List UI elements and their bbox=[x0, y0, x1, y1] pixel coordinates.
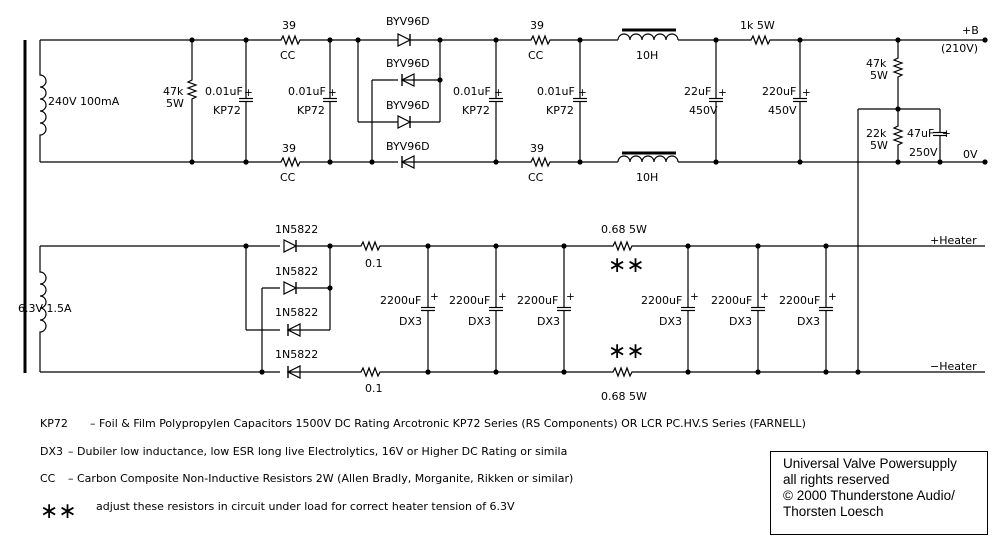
divider-cap-rating: 250V bbox=[909, 146, 938, 159]
output-minus-heater-label: −Heater bbox=[930, 360, 977, 373]
heater-r-top-2-value: 0.68 5W bbox=[601, 223, 647, 236]
hv-section: 47k 5W 0.01uF KP72 0.01uF KP72 0.01uF KP… bbox=[40, 15, 988, 372]
snubber-r4-value: 39 bbox=[530, 142, 544, 155]
note-star-text: adjust these resistors in circuit under … bbox=[96, 500, 515, 513]
svg-text:+: + bbox=[690, 291, 699, 303]
bleeder-r-rating: 5W bbox=[166, 97, 184, 110]
cap-kp72-3-type: KP72 bbox=[462, 104, 490, 117]
diode-byv96d-3: BYV96D bbox=[386, 99, 430, 112]
note-star-key: ∗∗ bbox=[40, 499, 77, 524]
snubber-r3-value: 39 bbox=[530, 19, 544, 32]
title-block: Universal Valve Powersupply all rights r… bbox=[770, 451, 988, 535]
diode-byv96d-2: BYV96D bbox=[386, 57, 430, 70]
snubber-r2-value: 39 bbox=[282, 142, 296, 155]
note-kp72-text: – Foil & Film Polypropylen Capacitors 15… bbox=[90, 417, 806, 430]
diode-1n5822-4: 1N5822 bbox=[275, 348, 318, 361]
cap-kp72-1-type: KP72 bbox=[213, 104, 241, 117]
heater-cap-4-value: 2200uF bbox=[641, 294, 682, 307]
heater-r-bot-1-value: 0.1 bbox=[365, 382, 383, 395]
note-dx3-key: DX3 bbox=[40, 445, 63, 458]
svg-text:+: + bbox=[828, 291, 837, 303]
output-plus-b-label: +B bbox=[962, 24, 979, 37]
title-line-4: Thorsten Loesch bbox=[783, 504, 884, 519]
filter-cap-2-value: 220uF bbox=[762, 85, 796, 98]
snubber-r2-type: CC bbox=[280, 171, 296, 184]
series-r-value: 1k 5W bbox=[740, 19, 775, 32]
heater-cap-2-value: 2200uF bbox=[449, 294, 490, 307]
cap-kp72-4-type: KP72 bbox=[546, 104, 574, 117]
adjust-mark-top: ∗∗ bbox=[608, 253, 645, 278]
heater-cap-6-value: 2200uF bbox=[779, 294, 820, 307]
heater-cap-1-value: 2200uF bbox=[380, 294, 421, 307]
cap-kp72-2-type: KP72 bbox=[297, 104, 325, 117]
snubber-r3-type: CC bbox=[528, 49, 544, 62]
svg-text:+: + bbox=[718, 87, 727, 99]
snubber-r1-type: CC bbox=[280, 49, 296, 62]
title-line-2: all rights reserved bbox=[783, 472, 890, 487]
note-dx3-text: – Dubiler low inductance, low ESR long l… bbox=[68, 445, 567, 458]
lv-secondary-label-visible: 6.3V 1.5A bbox=[18, 302, 72, 315]
heater-r-top-1-value: 0.1 bbox=[365, 257, 383, 270]
divider-r-bot-value: 22k bbox=[866, 127, 887, 140]
transformer: 240V 100mA 6.3V 1.5A 6.3V 1.5A bbox=[18, 40, 120, 373]
lv-secondary-winding bbox=[39, 246, 47, 372]
svg-text:+: + bbox=[566, 291, 575, 303]
choke-bottom-value: 10H bbox=[636, 171, 658, 184]
note-cc-key: CC bbox=[40, 472, 56, 485]
title-line-3: © 2000 Thunderstone Audio/ bbox=[783, 488, 955, 503]
diode-1n5822-3: 1N5822 bbox=[275, 306, 318, 319]
cap-kp72-3-value: 0.01uF bbox=[453, 85, 491, 98]
svg-text:+: + bbox=[760, 291, 769, 303]
diode-byv96d-1: BYV96D bbox=[386, 15, 430, 28]
heater-r-bot-2-value: 0.68 5W bbox=[601, 390, 647, 403]
heater-section: 1N5822 1N5822 1N5822 1N5822 0.1 0.1 0.68… bbox=[40, 223, 985, 403]
output-plus-heater-label: +Heater bbox=[930, 234, 977, 247]
heater-cap-3-value: 2200uF bbox=[517, 294, 558, 307]
heater-cap-5-value: 2200uF bbox=[711, 294, 752, 307]
divider-r-top-rating: 5W bbox=[870, 69, 888, 82]
svg-text:+: + bbox=[328, 87, 337, 99]
cap-kp72-4-value: 0.01uF bbox=[537, 85, 575, 98]
svg-text:+: + bbox=[430, 291, 439, 303]
svg-text:+: + bbox=[498, 291, 507, 303]
cap-kp72-2-value: 0.01uF bbox=[288, 85, 326, 98]
heater-cap-1-type: DX3 bbox=[399, 315, 422, 328]
heater-cap-4-type: DX3 bbox=[659, 315, 682, 328]
output-zero-label: 0V bbox=[963, 148, 978, 161]
hv-secondary-label: 240V 100mA bbox=[48, 95, 120, 108]
cap-kp72-1-value: 0.01uF bbox=[205, 85, 243, 98]
divider-r-top-value: 47k bbox=[866, 57, 887, 70]
diode-1n5822-1: 1N5822 bbox=[275, 223, 318, 236]
divider-r-bot-rating: 5W bbox=[870, 139, 888, 152]
notes: KP72 – Foil & Film Polypropylen Capacito… bbox=[40, 417, 806, 524]
heater-cap-6-type: DX3 bbox=[797, 315, 820, 328]
choke-top-value: 10H bbox=[636, 49, 658, 62]
hv-secondary-winding bbox=[39, 40, 47, 162]
note-cc-text: – Carbon Composite Non-Inductive Resisto… bbox=[68, 472, 573, 485]
svg-text:+: + bbox=[578, 87, 587, 99]
heater-cap-3-type: DX3 bbox=[537, 315, 560, 328]
filter-cap-1-rating: 450V bbox=[689, 104, 718, 117]
snubber-r4-type: CC bbox=[528, 171, 544, 184]
heater-cap-2-type: DX3 bbox=[468, 315, 491, 328]
filter-cap-1-value: 22uF bbox=[684, 85, 711, 98]
svg-text:+: + bbox=[942, 128, 951, 140]
snubber-r1-value: 39 bbox=[282, 19, 296, 32]
output-plus-b-voltage: (210V) bbox=[941, 42, 978, 55]
diode-1n5822-2: 1N5822 bbox=[275, 265, 318, 278]
divider-cap-value: 47uF bbox=[907, 127, 934, 140]
adjust-mark-bottom: ∗∗ bbox=[608, 339, 645, 364]
heater-cap-5-type: DX3 bbox=[729, 315, 752, 328]
svg-text:+: + bbox=[244, 87, 253, 99]
bleeder-r-value: 47k bbox=[163, 85, 184, 98]
filter-cap-2-rating: 450V bbox=[768, 104, 797, 117]
svg-text:+: + bbox=[494, 87, 503, 99]
title-line-1: Universal Valve Powersupply bbox=[783, 456, 957, 471]
svg-text:+: + bbox=[802, 87, 811, 99]
diode-byv96d-4: BYV96D bbox=[386, 140, 430, 153]
note-kp72-key: KP72 bbox=[40, 417, 68, 430]
